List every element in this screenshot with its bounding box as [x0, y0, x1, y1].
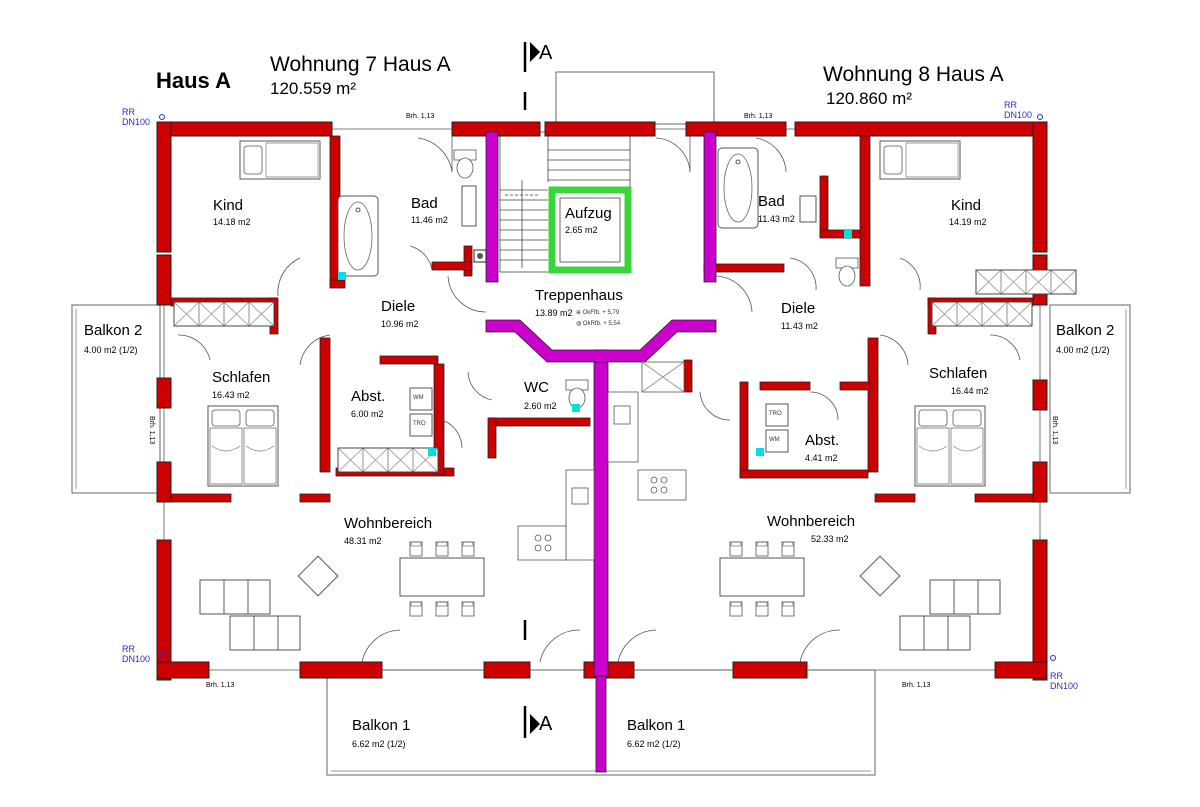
room-balkon1-right-area: 6.62 m2 (1/2)	[627, 739, 681, 749]
rr-text: RR	[1004, 100, 1017, 110]
brh-right: Brh. 1,13	[1051, 416, 1058, 445]
room-bad-left-name: Bad	[411, 195, 438, 212]
room-bad-left-area: 11.46 m2	[411, 215, 448, 225]
room-treppenhaus-name: Treppenhaus	[535, 287, 623, 304]
doors	[177, 136, 1021, 663]
room-balkon1-left-name: Balkon 1	[352, 717, 411, 734]
rr-markers	[159, 114, 1056, 661]
room-diele-left-name: Diele	[381, 298, 416, 315]
level-icon: ◍	[576, 321, 583, 327]
room-balkon1-left-area: 6.62 m2 (1/2)	[352, 739, 406, 749]
room-treppenhaus-okrfb: ◍ OkRfb. + 5,54	[576, 321, 620, 327]
brh-bottom-left: Brh. 1,13	[206, 682, 235, 689]
section-label-top: A	[539, 42, 553, 64]
fixtures	[338, 185, 852, 456]
appliance-wm-right: WM	[769, 437, 780, 443]
room-aufzug-area: 2.65 m2	[565, 225, 598, 235]
kitchens	[517, 361, 687, 561]
room-schlafen-left-area: 16.43 m2	[212, 390, 250, 400]
brh-bottom-right: Brh. 1,13	[902, 682, 931, 689]
room-schlafen-left-name: Schlafen	[212, 369, 271, 386]
room-schlafen-right-area: 16.44 m2	[951, 386, 989, 396]
brh-left: Brh. 1,13	[148, 416, 155, 445]
windows	[163, 128, 1041, 671]
room-treppenhaus-okffb: ⊕ OkFfb. + 5,79	[576, 310, 619, 316]
dn-text: DN100	[122, 117, 151, 127]
room-bad-right-area: 11.43 m2	[758, 214, 795, 224]
unit7-name: Wohnung 7 Haus A	[270, 53, 451, 76]
appliance-tro-right: TRO	[769, 411, 782, 417]
brh-top-right: Brh. 1,13	[744, 113, 773, 120]
okrfb-text: OkRfb. + 5,54	[582, 321, 621, 327]
room-kind-left-area: 14.18 m2	[213, 217, 251, 227]
room-diele-right-name: Diele	[781, 300, 816, 317]
room-balkon2-left-name: Balkon 2	[84, 322, 143, 339]
level-icon: ⊕	[576, 310, 583, 316]
room-abst-left-area: 6.00 m2	[351, 409, 384, 419]
room-wc-name: WC	[524, 379, 549, 396]
appliance-tro-left: TRO	[413, 421, 426, 427]
haus-label: Haus A	[156, 68, 231, 93]
appliance-wm-left: WM	[413, 395, 424, 401]
unit7-area: 120.559 m²	[270, 79, 356, 98]
room-diele-left-area: 10.96 m2	[381, 319, 419, 329]
party-walls	[485, 131, 717, 773]
rr-text: RR	[122, 107, 135, 117]
okffb-text: OkFfb. + 5,79	[582, 310, 620, 316]
room-kind-left-name: Kind	[213, 197, 244, 214]
unit8-area: 120.860 m²	[826, 89, 912, 108]
room-wohn-right-area: 52.33 m2	[811, 534, 849, 544]
section-arrow-bottom	[530, 714, 540, 734]
elevator-shaft	[548, 186, 632, 274]
room-bad-right-name: Bad	[758, 193, 785, 210]
room-abst-right-name: Abst.	[805, 432, 840, 449]
room-kind-right-name: Kind	[951, 197, 982, 214]
room-treppenhaus-area: 13.89 m2	[535, 308, 573, 318]
room-balkon2-right-area: 4.00 m2 (1/2)	[1056, 345, 1110, 355]
room-balkon2-right-name: Balkon 2	[1056, 322, 1115, 339]
room-balkon2-left-area: 4.00 m2 (1/2)	[84, 345, 138, 355]
rr-text: RR	[1050, 671, 1063, 681]
room-wohn-left-area: 48.31 m2	[344, 536, 382, 546]
room-kind-right-area: 14.19 m2	[949, 217, 987, 227]
section-arrow-top	[530, 42, 540, 62]
unit8-name: Wohnung 8 Haus A	[823, 63, 1004, 86]
rr-text: RR	[122, 644, 135, 654]
dn-text: DN100	[1050, 681, 1079, 691]
room-wohn-right-name: Wohnbereich	[767, 513, 856, 530]
dn-text: DN100	[1004, 110, 1033, 120]
brh-top-left: Brh. 1,13	[406, 113, 435, 120]
room-abst-right-area: 4.41 m2	[805, 453, 838, 463]
room-balkon1-right-name: Balkon 1	[627, 717, 686, 734]
room-wohn-left-name: Wohnbereich	[344, 515, 433, 532]
room-schlafen-right-name: Schlafen	[929, 365, 988, 382]
section-label-bottom: A	[539, 713, 553, 735]
room-aufzug-name: Aufzug	[565, 205, 612, 222]
dining-tables	[297, 541, 901, 617]
room-wc-area: 2.60 m2	[524, 401, 557, 411]
dn-text: DN100	[122, 654, 151, 664]
room-abst-left-name: Abst.	[351, 388, 386, 405]
stairs	[499, 131, 631, 273]
room-diele-right-area: 11.43 m2	[781, 321, 818, 331]
